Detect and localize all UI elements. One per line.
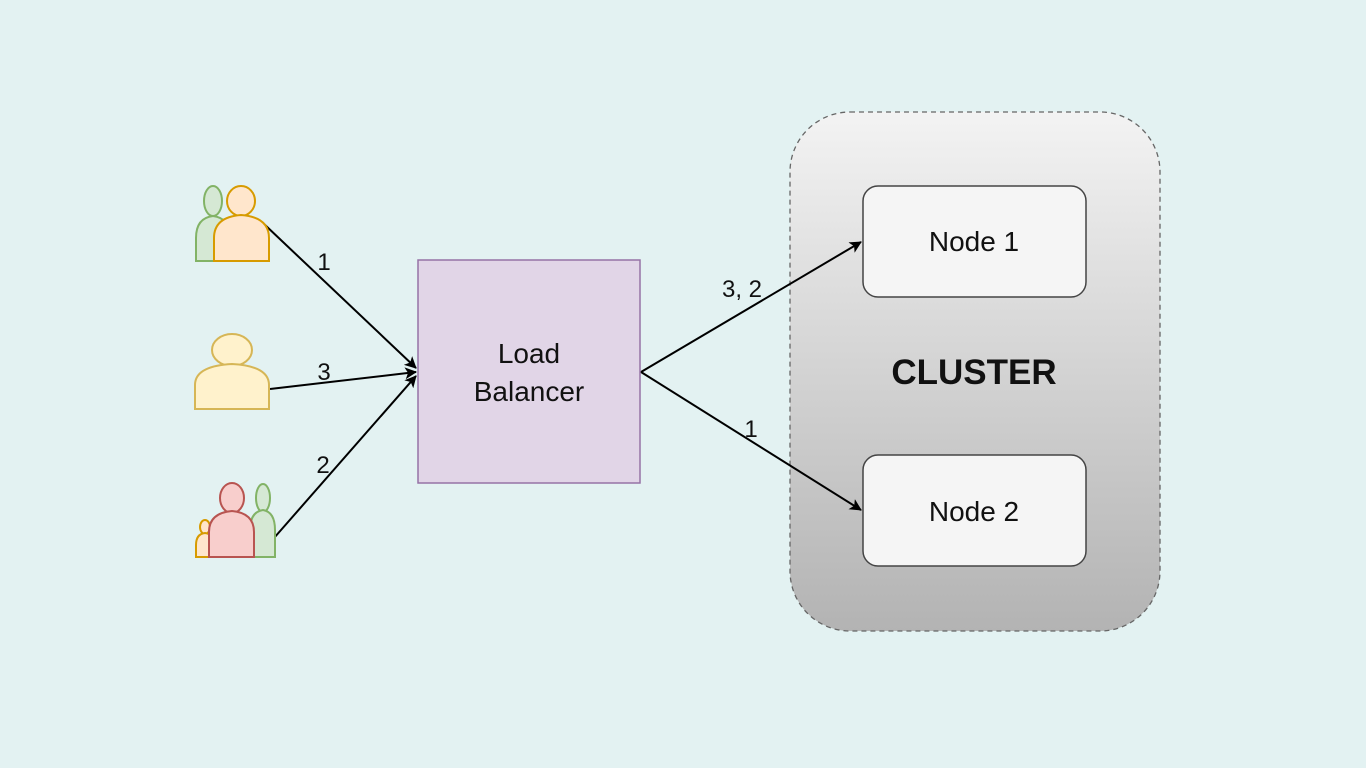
load-balancer-box[interactable]: [417, 259, 641, 484]
node-2[interactable]: Node 2: [862, 454, 1087, 567]
load-balancer[interactable]: Load Balancer: [417, 259, 641, 484]
edge-user-middle-to-lb: [269, 367, 417, 390]
edge-label-user-middle: 3: [317, 359, 330, 386]
edge-label-node-2: 1: [744, 416, 757, 443]
edges-users-to-lb: 1 3 2: [263, 223, 417, 539]
user-red-icon: [208, 482, 255, 558]
edge-label-user-bottom: 2: [316, 452, 329, 479]
load-balancer-label-line2: Balancer: [474, 376, 585, 407]
load-balancer-label-line1: Load: [498, 338, 560, 369]
edge-lb-to-node-2: [640, 371, 862, 511]
edge-user-bottom-to-lb: [273, 375, 417, 539]
node-2-box[interactable]: [862, 454, 1087, 567]
edge-label-node-1: 3, 2: [722, 276, 762, 303]
node-1[interactable]: Node 1: [862, 185, 1087, 298]
node-1-box[interactable]: [862, 185, 1087, 298]
cluster-title: CLUSTER: [891, 353, 1056, 392]
user-group-bottom-icon[interactable]: [195, 482, 276, 558]
edge-label-user-top: 1: [317, 249, 330, 276]
user-middle-icon[interactable]: [194, 333, 270, 410]
user-orange-icon: [213, 185, 270, 262]
user-group-top-icon[interactable]: [195, 185, 270, 262]
node-1-label: Node 1: [929, 226, 1019, 257]
edges-lb-to-nodes: 3, 2 1: [640, 241, 862, 511]
user-green-small-icon: [249, 483, 276, 558]
node-2-label: Node 2: [929, 496, 1019, 527]
edge-user-top-to-lb: [263, 223, 417, 369]
edge-lb-to-node-1: [640, 241, 862, 373]
